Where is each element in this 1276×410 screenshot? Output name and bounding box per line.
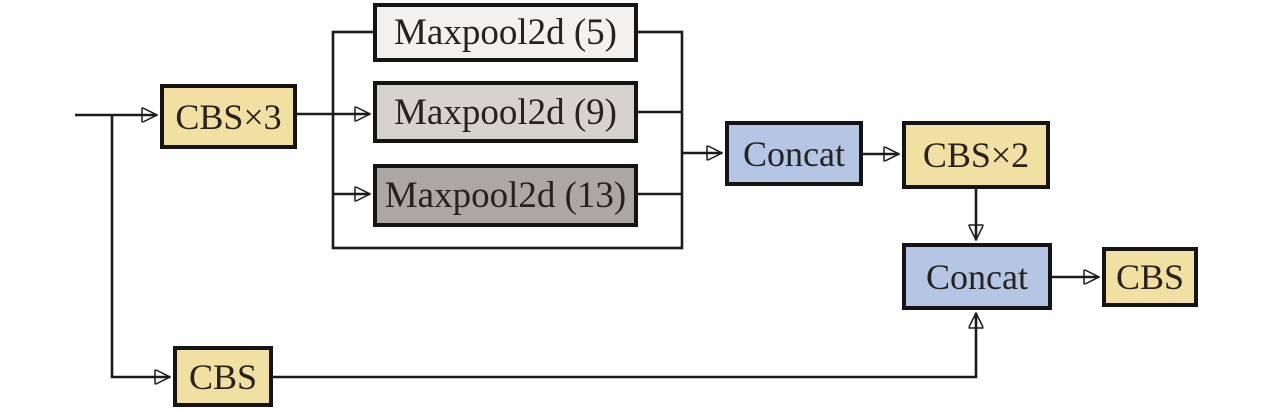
node-concat-top-label: Concat xyxy=(743,133,845,174)
node-maxpool2d-5-label: Maxpool2d (5) xyxy=(394,12,617,53)
edge-skip-to-concat2 xyxy=(273,313,976,379)
edge-skip-branch-to-cbs xyxy=(110,115,170,377)
node-cbs3-label: CBS×3 xyxy=(175,96,282,137)
node-maxpool2d-9-label: Maxpool2d (9) xyxy=(394,91,617,133)
node-cbs-output: CBS xyxy=(1102,247,1198,307)
node-cbs3: CBS×3 xyxy=(160,84,297,149)
node-cbs2: CBS×2 xyxy=(902,121,1050,189)
node-cbs-skip: CBS xyxy=(173,346,273,407)
node-maxpool2d-9: Maxpool2d (9) xyxy=(373,81,638,143)
node-maxpool2d-13-label: Maxpool2d (13) xyxy=(384,175,627,216)
node-cbs-skip-label: CBS xyxy=(188,356,258,397)
node-cbs2-label: CBS×2 xyxy=(922,135,1030,175)
node-concat-top: Concat xyxy=(725,121,863,186)
node-maxpool2d-5: Maxpool2d (5) xyxy=(373,3,638,62)
node-maxpool2d-13: Maxpool2d (13) xyxy=(373,164,638,227)
node-cbs-output-label: CBS xyxy=(1115,257,1185,297)
node-concat-bottom: Concat xyxy=(902,243,1052,310)
node-concat-bottom-label: Concat xyxy=(926,256,1028,297)
